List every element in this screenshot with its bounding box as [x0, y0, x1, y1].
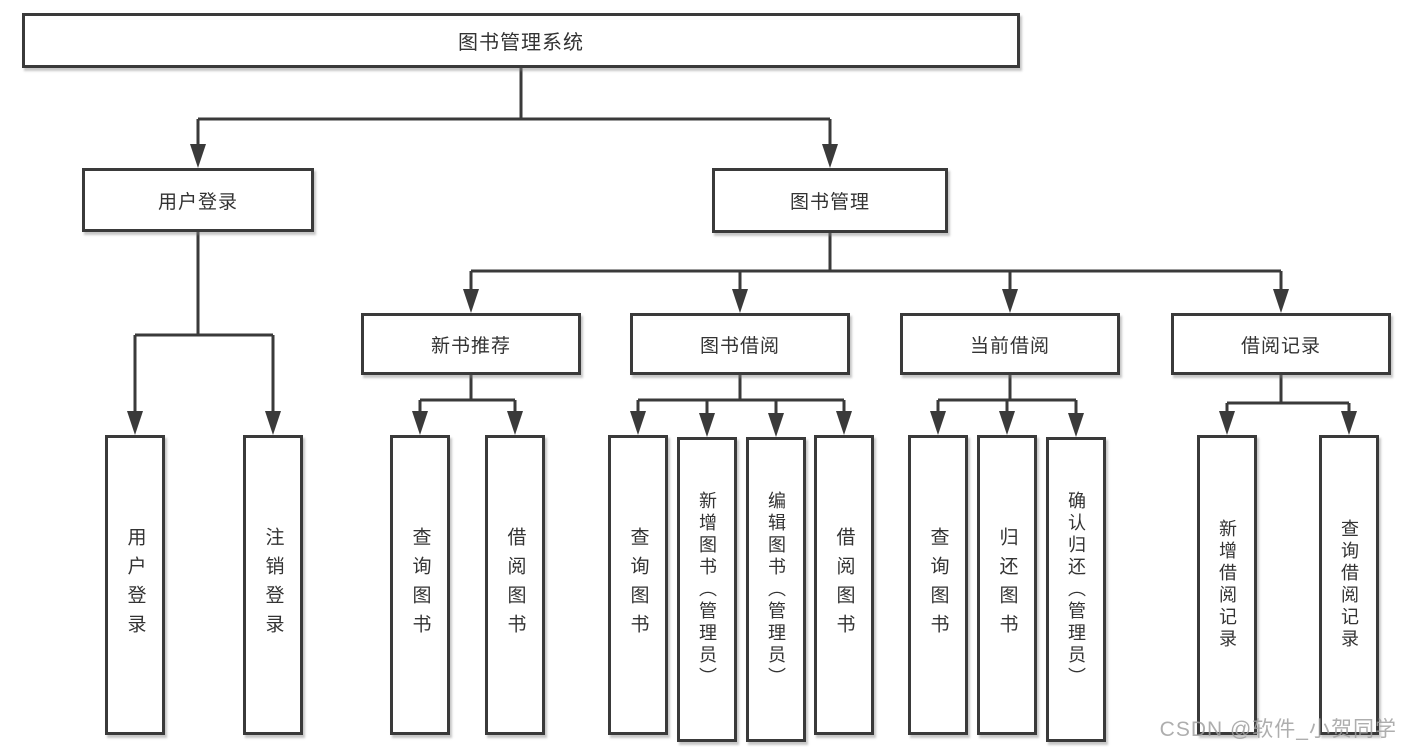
- node-book-borrowing: 图书借阅: [630, 313, 850, 375]
- leaf-confirm-return-admin: 确认归还（管理员）: [1046, 437, 1106, 742]
- node-current-borrowing: 当前借阅: [900, 313, 1120, 375]
- leaf-add-borrow-record: 新增借阅记录: [1197, 435, 1257, 735]
- leaf-query-books: 查询图书: [908, 435, 968, 735]
- connector-current-borrow-to-leaves: [930, 375, 1084, 437]
- leaf-label: 查询图书: [927, 527, 949, 643]
- node-borrowing-records: 借阅记录: [1171, 313, 1391, 375]
- csdn-watermark: CSDN @软件_小贺同学: [1159, 718, 1397, 741]
- node-label: 借阅记录: [1240, 335, 1321, 357]
- connector-user-login-to-leaves: [127, 232, 281, 435]
- leaf-label: 新增图书（管理员）: [697, 490, 717, 689]
- connector-borrow-records-to-leaves: [1219, 375, 1357, 435]
- leaf-label: 注销登录: [262, 527, 284, 643]
- node-library-management-system: 图书管理系统: [22, 13, 1020, 68]
- leaf-label: 查询图书: [409, 527, 431, 643]
- leaf-label: 借阅图书: [833, 527, 855, 643]
- leaf-label: 确认归还（管理员）: [1066, 490, 1086, 689]
- leaf-label: 用户登录: [124, 527, 146, 643]
- leaf-query-books: 查询图书: [390, 435, 450, 735]
- node-label: 图书管理系统: [458, 32, 584, 54]
- leaf-label: 借阅图书: [504, 527, 526, 643]
- leaf-edit-books-admin: 编辑图书（管理员）: [746, 437, 806, 742]
- leaf-query-borrow-record: 查询借阅记录: [1319, 435, 1379, 735]
- leaf-logout: 注销登录: [243, 435, 303, 735]
- node-new-book-recommend: 新书推荐: [361, 313, 581, 375]
- leaf-label: 编辑图书（管理员）: [766, 490, 786, 689]
- leaf-label: 归还图书: [996, 527, 1018, 643]
- connector-book-mgmt-to-level3: [463, 233, 1289, 313]
- leaf-label: 新增借阅记录: [1217, 519, 1237, 651]
- connector-root-to-level2: [190, 68, 838, 168]
- leaf-return-books: 归还图书: [977, 435, 1037, 735]
- node-label: 用户登录: [157, 191, 238, 213]
- node-label: 图书借阅: [699, 335, 780, 357]
- leaf-add-books-admin: 新增图书（管理员）: [677, 437, 737, 742]
- node-label: 当前借阅: [969, 335, 1050, 357]
- node-user-login: 用户登录: [82, 168, 314, 232]
- node-label: 新书推荐: [430, 335, 511, 357]
- leaf-user-login: 用户登录: [105, 435, 165, 735]
- leaf-query-books: 查询图书: [608, 435, 668, 735]
- leaf-borrow-books: 借阅图书: [485, 435, 545, 735]
- connector-new-books-to-leaves: [412, 375, 523, 435]
- node-book-management: 图书管理: [712, 168, 948, 233]
- leaf-label: 查询图书: [627, 527, 649, 643]
- leaf-label: 查询借阅记录: [1339, 519, 1359, 651]
- connector-book-borrow-to-leaves: [630, 375, 852, 437]
- node-label: 图书管理: [789, 192, 870, 213]
- leaf-borrow-books: 借阅图书: [814, 435, 874, 735]
